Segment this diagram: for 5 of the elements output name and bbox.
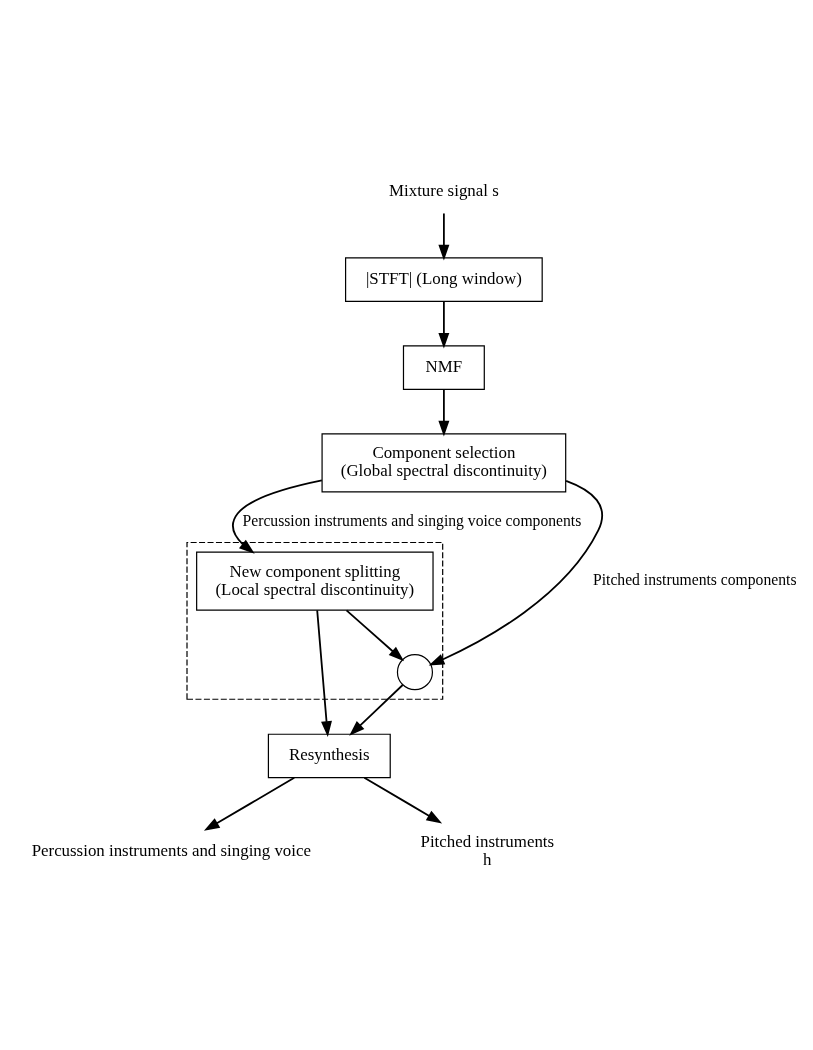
node-text: Percussion instruments and singing voice xyxy=(31,840,311,860)
edge-label: Pitched instruments components xyxy=(592,571,797,589)
node-text: Mixture signal s xyxy=(389,180,499,200)
node-text: Pitched instruments h xyxy=(420,831,555,869)
edge-label: Percussion instruments and singing voice components xyxy=(242,512,582,530)
